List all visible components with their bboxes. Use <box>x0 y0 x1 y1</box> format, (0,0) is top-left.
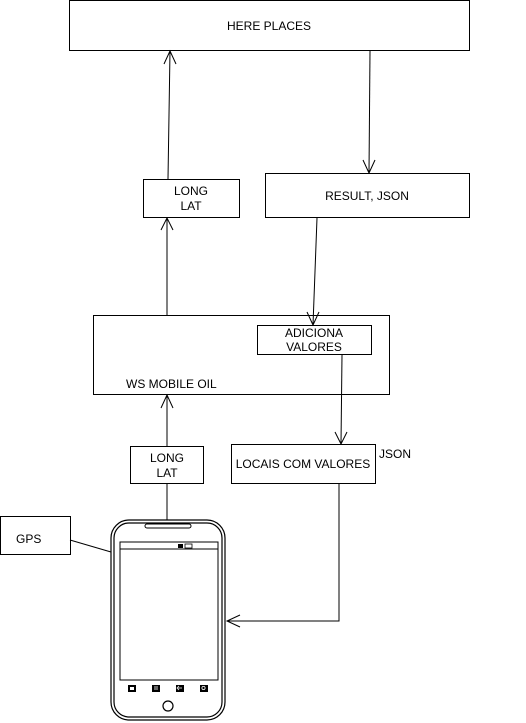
long-lat-top-node: LONG LAT <box>143 179 240 218</box>
gps-label: GPS <box>16 532 41 546</box>
locais-com-valores-node: LOCAIS COM VALORES <box>231 444 376 484</box>
adiciona-to-locais-connector <box>340 354 343 445</box>
long-lat-top-line1: LONG <box>174 184 208 198</box>
long-lat-bottom-node: LONG LAT <box>130 446 204 484</box>
here-places-node: HERE PLACES <box>69 0 470 51</box>
result-to-adiciona-arrowhead <box>306 311 320 327</box>
longlat-to-ws-arrowhead <box>160 393 174 409</box>
json-label: JSON <box>379 447 411 461</box>
long-lat-bottom-line1: LONG <box>150 451 184 465</box>
here-to-result-arrowhead <box>362 159 376 175</box>
ws-to-longlat-arrowhead <box>160 216 174 231</box>
longlat-to-here-connector <box>167 50 171 180</box>
result-to-adiciona-connector <box>312 217 318 326</box>
gps-node: GPS <box>0 516 71 555</box>
here-places-label: HERE PLACES <box>227 19 311 33</box>
long-lat-top-line2: LAT <box>180 199 202 213</box>
ws-mobile-oil-label: WS MOBILE OIL <box>126 377 217 391</box>
locais-com-valores-label: LOCAIS COM VALORES <box>236 457 370 471</box>
here-to-result-connector <box>368 50 371 174</box>
long-lat-bottom-line2: LAT <box>156 466 178 480</box>
adiciona-line1: ADICIONA <box>285 326 343 340</box>
result-json-node: RESULT, JSON <box>265 173 470 218</box>
adiciona-valores-node: ADICIONA VALORES <box>257 325 372 355</box>
adiciona-line2: VALORES <box>286 340 342 354</box>
gps-to-phone-connector <box>69 539 112 553</box>
result-json-label: RESULT, JSON <box>325 189 409 203</box>
locais-to-phone-connector <box>227 484 340 622</box>
smartphone-icon <box>110 519 226 721</box>
longlat-to-here-arrowhead <box>163 49 177 65</box>
locais-to-phone-arrowhead <box>225 614 241 628</box>
adiciona-to-locais-arrowhead <box>334 431 348 446</box>
